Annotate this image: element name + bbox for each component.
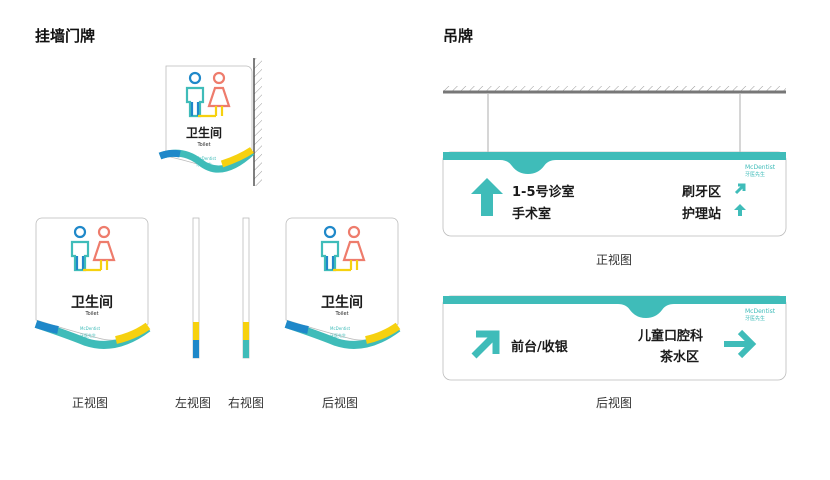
arrow-right-icon — [724, 329, 757, 359]
caption-front-view: 正视图 — [71, 396, 108, 410]
wall-sign-back — [284, 217, 401, 349]
brand-en: McDentist — [196, 156, 217, 161]
wall-hatch — [254, 58, 262, 186]
brand-en: McDentist — [745, 308, 776, 315]
ceiling — [443, 86, 786, 152]
caption-hanging-front: 正视图 — [595, 253, 632, 267]
caption-back-view: 后视图 — [321, 396, 358, 410]
brand-en: McDentist — [80, 326, 101, 331]
hanging-sign-back — [442, 295, 787, 381]
brand-cn: 牙医先生 — [745, 172, 766, 178]
hanging-sign-front — [442, 151, 787, 237]
wall-sign-front — [34, 217, 151, 349]
caption-left-view: 左视图 — [174, 396, 211, 410]
destination-label: 手术室 — [512, 207, 552, 222]
room-name-en: Toilet — [85, 311, 99, 317]
arrow-up-icon — [471, 178, 503, 216]
back-board — [285, 217, 399, 341]
hanging-sign-title: 吊牌 — [443, 27, 474, 45]
caption-right-view: 右视图 — [227, 396, 264, 410]
destination-label: 儿童口腔科 — [638, 329, 704, 344]
destination-label: 茶水区 — [660, 350, 700, 365]
caption-hanging-back: 后视图 — [595, 396, 632, 410]
room-name-en: Toilet — [335, 311, 349, 317]
brand-cn: 牙医先生 — [330, 333, 346, 338]
wall-sign-left-view — [192, 217, 200, 359]
brand-cn: 牙医先生 — [745, 316, 766, 322]
front-board — [35, 217, 149, 341]
arrow-up-right-icon — [734, 183, 746, 195]
room-name: 卫生间 — [71, 295, 113, 311]
destination-label: 护理站 — [682, 207, 722, 222]
arrow-up-icon — [734, 204, 746, 216]
room-name: 卫生间 — [321, 295, 363, 311]
destination-label: 前台/收银 — [511, 340, 568, 355]
brand-en: McDentist — [745, 164, 776, 171]
brand-cn: 牙医先生 — [196, 162, 212, 167]
room-name: 卫生间 — [185, 126, 222, 140]
destination-label: 1-5号诊室 — [512, 185, 575, 200]
brand-en: McDentist — [330, 326, 351, 331]
wall-sign-top — [158, 58, 262, 186]
arrow-up-right-icon — [471, 330, 500, 359]
wall-sign-title: 挂墙门牌 — [35, 27, 96, 45]
brand-cn: 牙医先生 — [80, 333, 96, 338]
destination-label: 刷牙区 — [682, 185, 722, 200]
room-name-en: Toilet — [197, 142, 211, 148]
wall-sign-right-view — [242, 217, 250, 359]
